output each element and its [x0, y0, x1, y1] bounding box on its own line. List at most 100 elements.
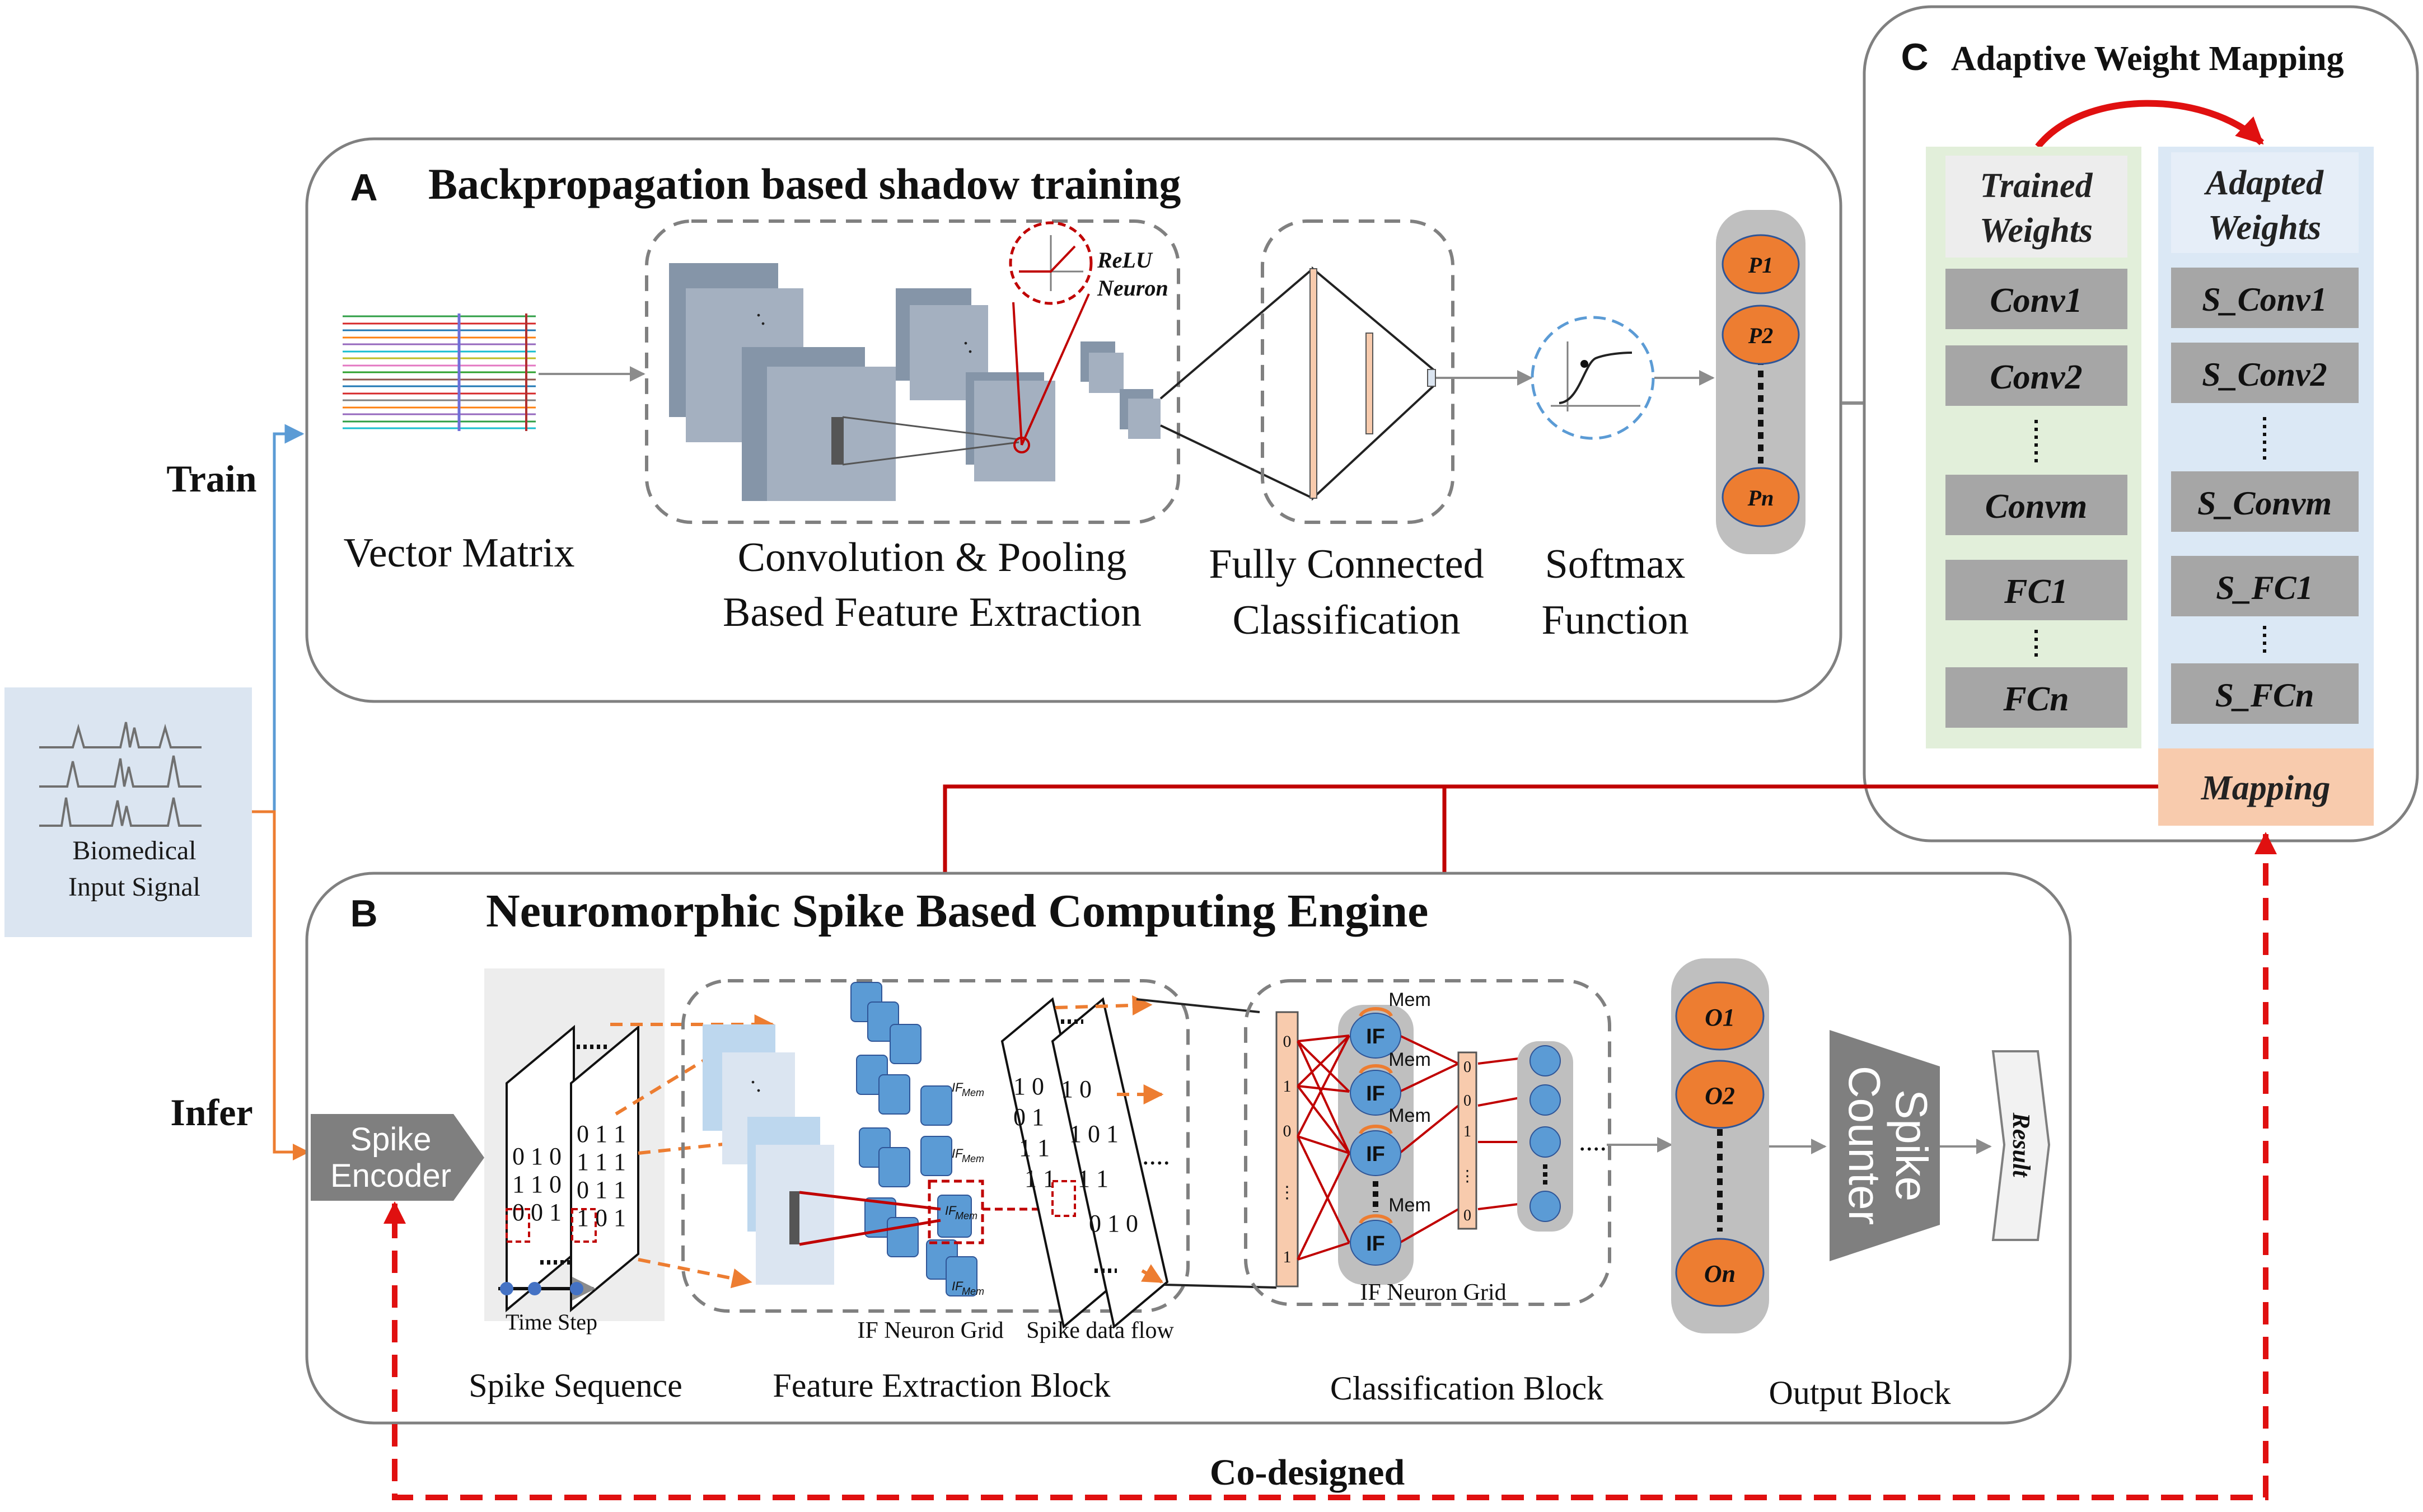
- svg-text:IF: IF: [952, 1279, 963, 1293]
- svg-text:0 1: 0 1: [1013, 1103, 1044, 1131]
- panel-c-letter: C: [1901, 36, 1928, 78]
- svg-text:0 1 1: 0 1 1: [577, 1176, 626, 1204]
- output-label-p2: P2: [1748, 323, 1773, 348]
- trained-convm: Convm: [1985, 488, 2088, 526]
- output-node-on: On: [1675, 1238, 1765, 1307]
- trained-conv1: Conv1: [1990, 282, 2082, 320]
- svg-text:....: ....: [1579, 1125, 1607, 1157]
- softmax-icon: [1531, 316, 1655, 440]
- svg-text:1 1 0: 1 1 0: [512, 1171, 562, 1198]
- infer-branch: Infer: [170, 810, 310, 1160]
- spike-counter-label-1: Spike: [1887, 1089, 1936, 1201]
- trained-header-1: Trained: [1980, 167, 2093, 205]
- feature-flow-arrows: [1055, 995, 1164, 1284]
- feature-maps-icon: . .: [703, 1024, 834, 1285]
- class-neuron-labels: IF IF IF IF Mem Mem Mem Mem: [1366, 989, 1431, 1256]
- adapted-fc1: S_FC1: [2216, 569, 2313, 606]
- fc-label-1: Fully Connected: [1209, 541, 1484, 587]
- svg-text:1: 1: [1463, 1123, 1471, 1140]
- if-grid-label: IF Neuron Grid: [857, 1318, 1003, 1344]
- output-label-p1: P1: [1748, 252, 1773, 278]
- svg-text:0 1 0: 0 1 0: [1089, 1210, 1138, 1237]
- classification-block-label: Classification Block: [1330, 1370, 1603, 1407]
- svg-text:1 0: 1 0: [1061, 1075, 1092, 1103]
- svg-text:⋮: ⋮: [1460, 1168, 1475, 1185]
- if-label-4: IF: [1366, 1232, 1385, 1256]
- panel-a-letter: A: [350, 166, 377, 209]
- panel-c-title: Adaptive Weight Mapping: [1951, 40, 2344, 78]
- spike-counter-label-2: Counter: [1840, 1066, 1889, 1225]
- svg-text:1 0: 1 0: [1013, 1073, 1044, 1100]
- mem-label-1: Mem: [1388, 989, 1431, 1010]
- svg-text:Mem: Mem: [955, 1210, 977, 1221]
- fc-layers-icon: [1309, 266, 1436, 501]
- svg-text:....: ....: [1142, 1139, 1170, 1171]
- vector-matrix-label: Vector Matrix: [343, 530, 574, 576]
- adapted-conv1: S_Conv1: [2202, 281, 2327, 318]
- output-node-o1: O1: [1675, 981, 1765, 1051]
- time-step-label: Time Step: [506, 1309, 597, 1335]
- highlight-neuron: [928, 1179, 984, 1244]
- svg-text:.: .: [756, 296, 761, 321]
- adapted-header-1: Adapted: [2204, 164, 2324, 202]
- output-node-p1: P1: [1722, 234, 1800, 294]
- classification-net-icon: 0 1 0 ⋮ 1: [1275, 1005, 1607, 1288]
- infer-label: Infer: [170, 1091, 252, 1134]
- svg-text:0 1 0: 0 1 0: [512, 1143, 562, 1170]
- trained-conv2: Conv2: [1990, 358, 2082, 396]
- spike-encoder: Spike Encoder: [311, 1114, 484, 1201]
- adapted-conv1-box: [2171, 268, 2359, 328]
- mapping-curved-arrow: [2035, 100, 2265, 149]
- svg-text:0: 0: [1463, 1207, 1471, 1224]
- mapping-box: [2158, 748, 2374, 826]
- train-label: Train: [166, 457, 256, 500]
- panel-b-title: Neuromorphic Spike Based Computing Engin…: [486, 885, 1428, 937]
- result-shape: Result: [1991, 1050, 2051, 1241]
- svg-text:1: 1: [1283, 1077, 1292, 1096]
- output-label-o1: O1: [1705, 1004, 1735, 1031]
- fc-label-2: Classification: [1233, 597, 1461, 643]
- spike-encoder-shape: [311, 1114, 484, 1201]
- conv-red-lines: [799, 1191, 1053, 1246]
- input-signal-label-2: Input Signal: [68, 872, 200, 902]
- svg-text:1 0 1: 1 0 1: [1069, 1120, 1119, 1148]
- spike-counter-shape: [1830, 1030, 1940, 1261]
- classification-box: [1244, 979, 1611, 1306]
- output-label-pn: Pn: [1747, 485, 1774, 511]
- co-designed-dashed-path: [392, 1198, 2268, 1500]
- adapted-convm: S_Convm: [2197, 485, 2332, 522]
- panel-b: B Neuromorphic Spike Based Computing Eng…: [305, 872, 2072, 1425]
- vector-matrix-icon: [343, 311, 536, 435]
- trained-header-box: [1945, 156, 2127, 258]
- svg-text:1: 1: [1283, 1248, 1292, 1266]
- svg-text:IF: IF: [945, 1204, 957, 1218]
- panel-a: A Backpropagation based shadow training: [305, 137, 1929, 703]
- trained-convm-box: [1945, 475, 2127, 535]
- svg-text:.: .: [756, 1071, 761, 1097]
- svg-text:1 1 1: 1 1 1: [577, 1148, 626, 1176]
- panel-c: C Adaptive Weight Mapping Trained Weight…: [1863, 5, 2419, 842]
- mem-label-4: Mem: [1388, 1195, 1431, 1216]
- input-signal-label-1: Biomedical: [72, 836, 196, 865]
- adapted-fcn: S_FCn: [2215, 677, 2314, 714]
- trained-fc1-box: [1945, 560, 2127, 620]
- if-label-2: IF: [1366, 1082, 1385, 1106]
- probability-column: [1716, 210, 1805, 554]
- svg-text:.: .: [967, 333, 973, 358]
- co-designed-label: Co-designed: [1210, 1452, 1405, 1493]
- signal-waveform-icon: [39, 722, 202, 827]
- svg-text:IF: IF: [952, 1080, 963, 1094]
- mem-label-2: Mem: [1388, 1049, 1431, 1070]
- trained-fcn: FCn: [2003, 680, 2069, 718]
- conv-label-2: Based Feature Extraction: [723, 589, 1142, 635]
- output-spike-matrices: 1 0 0 1 1 1 1 1 1 0 1 0 1 1 1 0 1 0 ....: [1000, 997, 1170, 1329]
- panel-a-title: Backpropagation based shadow training: [428, 160, 1181, 208]
- adapted-header-2: Weights: [2208, 209, 2321, 247]
- adapted-fcn-box: [2171, 663, 2359, 724]
- output-node-p2: P2: [1722, 305, 1800, 365]
- svg-text:Mem: Mem: [962, 1286, 984, 1297]
- output-node-pn: Pn: [1722, 467, 1800, 527]
- mem-label-3: Mem: [1388, 1105, 1431, 1126]
- svg-text:.: .: [963, 324, 969, 349]
